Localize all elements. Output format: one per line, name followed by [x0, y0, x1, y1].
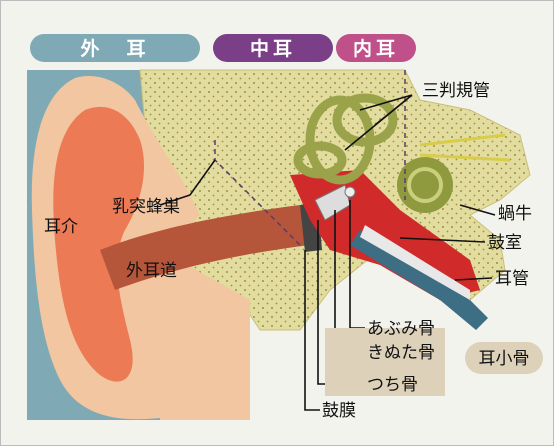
incus-label: きぬた骨: [367, 343, 435, 363]
auricle-label: 耳介: [44, 217, 78, 237]
middle-ear-header-label: 中耳: [250, 37, 296, 60]
tympanic-cavity-label: 鼓室: [488, 233, 522, 253]
eustachian-tube-label: 耳管: [495, 269, 529, 289]
inner-ear-header-label: 内耳: [353, 37, 399, 60]
semicircular-canals-label: 三判規管: [422, 81, 490, 101]
malleus-label: つち骨: [367, 375, 418, 395]
eardrum-label: 鼓膜: [322, 401, 356, 421]
ear-canal-label: 外耳道: [126, 261, 177, 281]
cochlea-label: 蝸牛: [498, 204, 532, 224]
stapes-label: あぶみ骨: [367, 319, 435, 339]
stapes-shape: [345, 187, 355, 197]
cochlea-shape: [397, 157, 453, 213]
mastoid-cells-label: 乳突蜂巣: [112, 197, 180, 217]
ossicles-label: 耳小骨: [479, 349, 530, 369]
outer-ear-header-label: 外 耳: [80, 37, 149, 60]
